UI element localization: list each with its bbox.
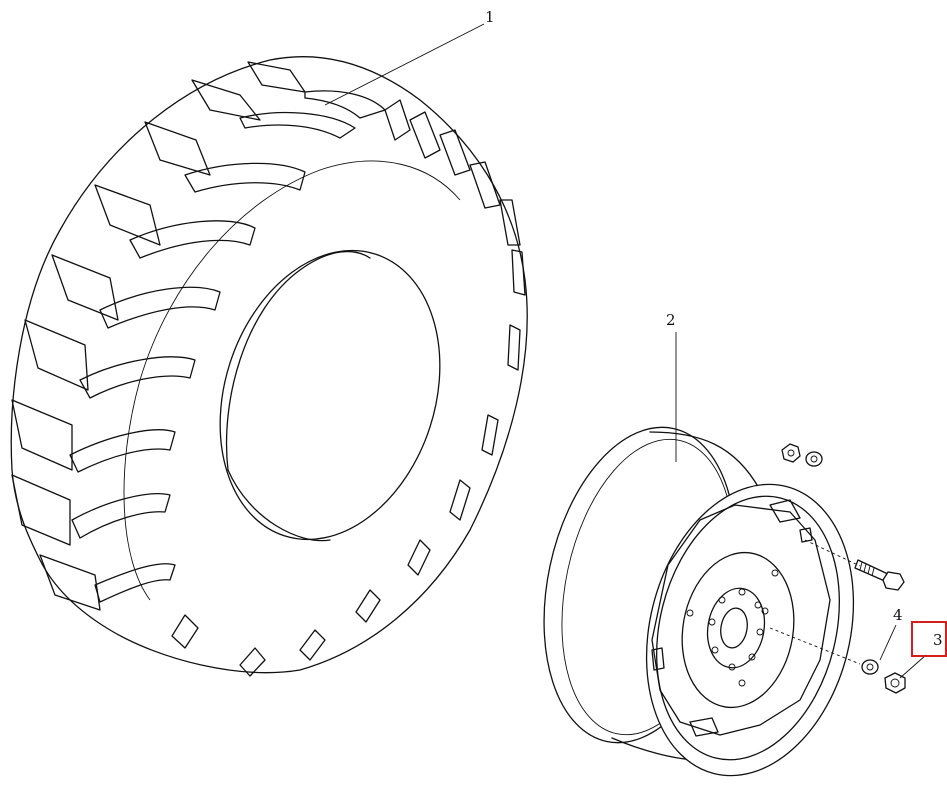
hub-bore	[720, 607, 748, 649]
callout-2-label[interactable]: 2	[666, 311, 676, 329]
callout-3-highlight[interactable]: 3	[911, 621, 947, 657]
callout-1-label[interactable]: 1	[485, 8, 495, 26]
rim-front-lip-inner	[656, 495, 840, 761]
leader-3	[899, 654, 927, 679]
hub-bolt-holes	[686, 569, 779, 687]
leader-4	[879, 624, 897, 661]
leader-1	[324, 23, 485, 106]
tire-bore-outer	[219, 249, 441, 541]
rim-front-lip	[645, 483, 855, 777]
callout-4-label[interactable]: 4	[893, 606, 903, 624]
leader-lines	[324, 23, 927, 679]
tire-sidewall	[123, 160, 461, 601]
tire-bore-rim	[227, 469, 331, 542]
wheel-disc	[651, 504, 831, 736]
wheel-rim[interactable]	[517, 409, 883, 789]
top-nut[interactable]	[781, 443, 801, 463]
rim-barrel-top	[649, 431, 761, 491]
tire-outer-outline	[10, 56, 528, 674]
tire-tread-lugs	[11, 61, 526, 677]
hub-outer	[681, 551, 795, 709]
tire[interactable]	[10, 56, 528, 677]
washer[interactable]	[769, 627, 879, 675]
wheel-bolt[interactable]	[804, 539, 905, 591]
callout-3-label[interactable]: 3	[933, 631, 943, 649]
top-washer[interactable]	[805, 451, 823, 467]
tire-bore-inner	[225, 250, 371, 471]
